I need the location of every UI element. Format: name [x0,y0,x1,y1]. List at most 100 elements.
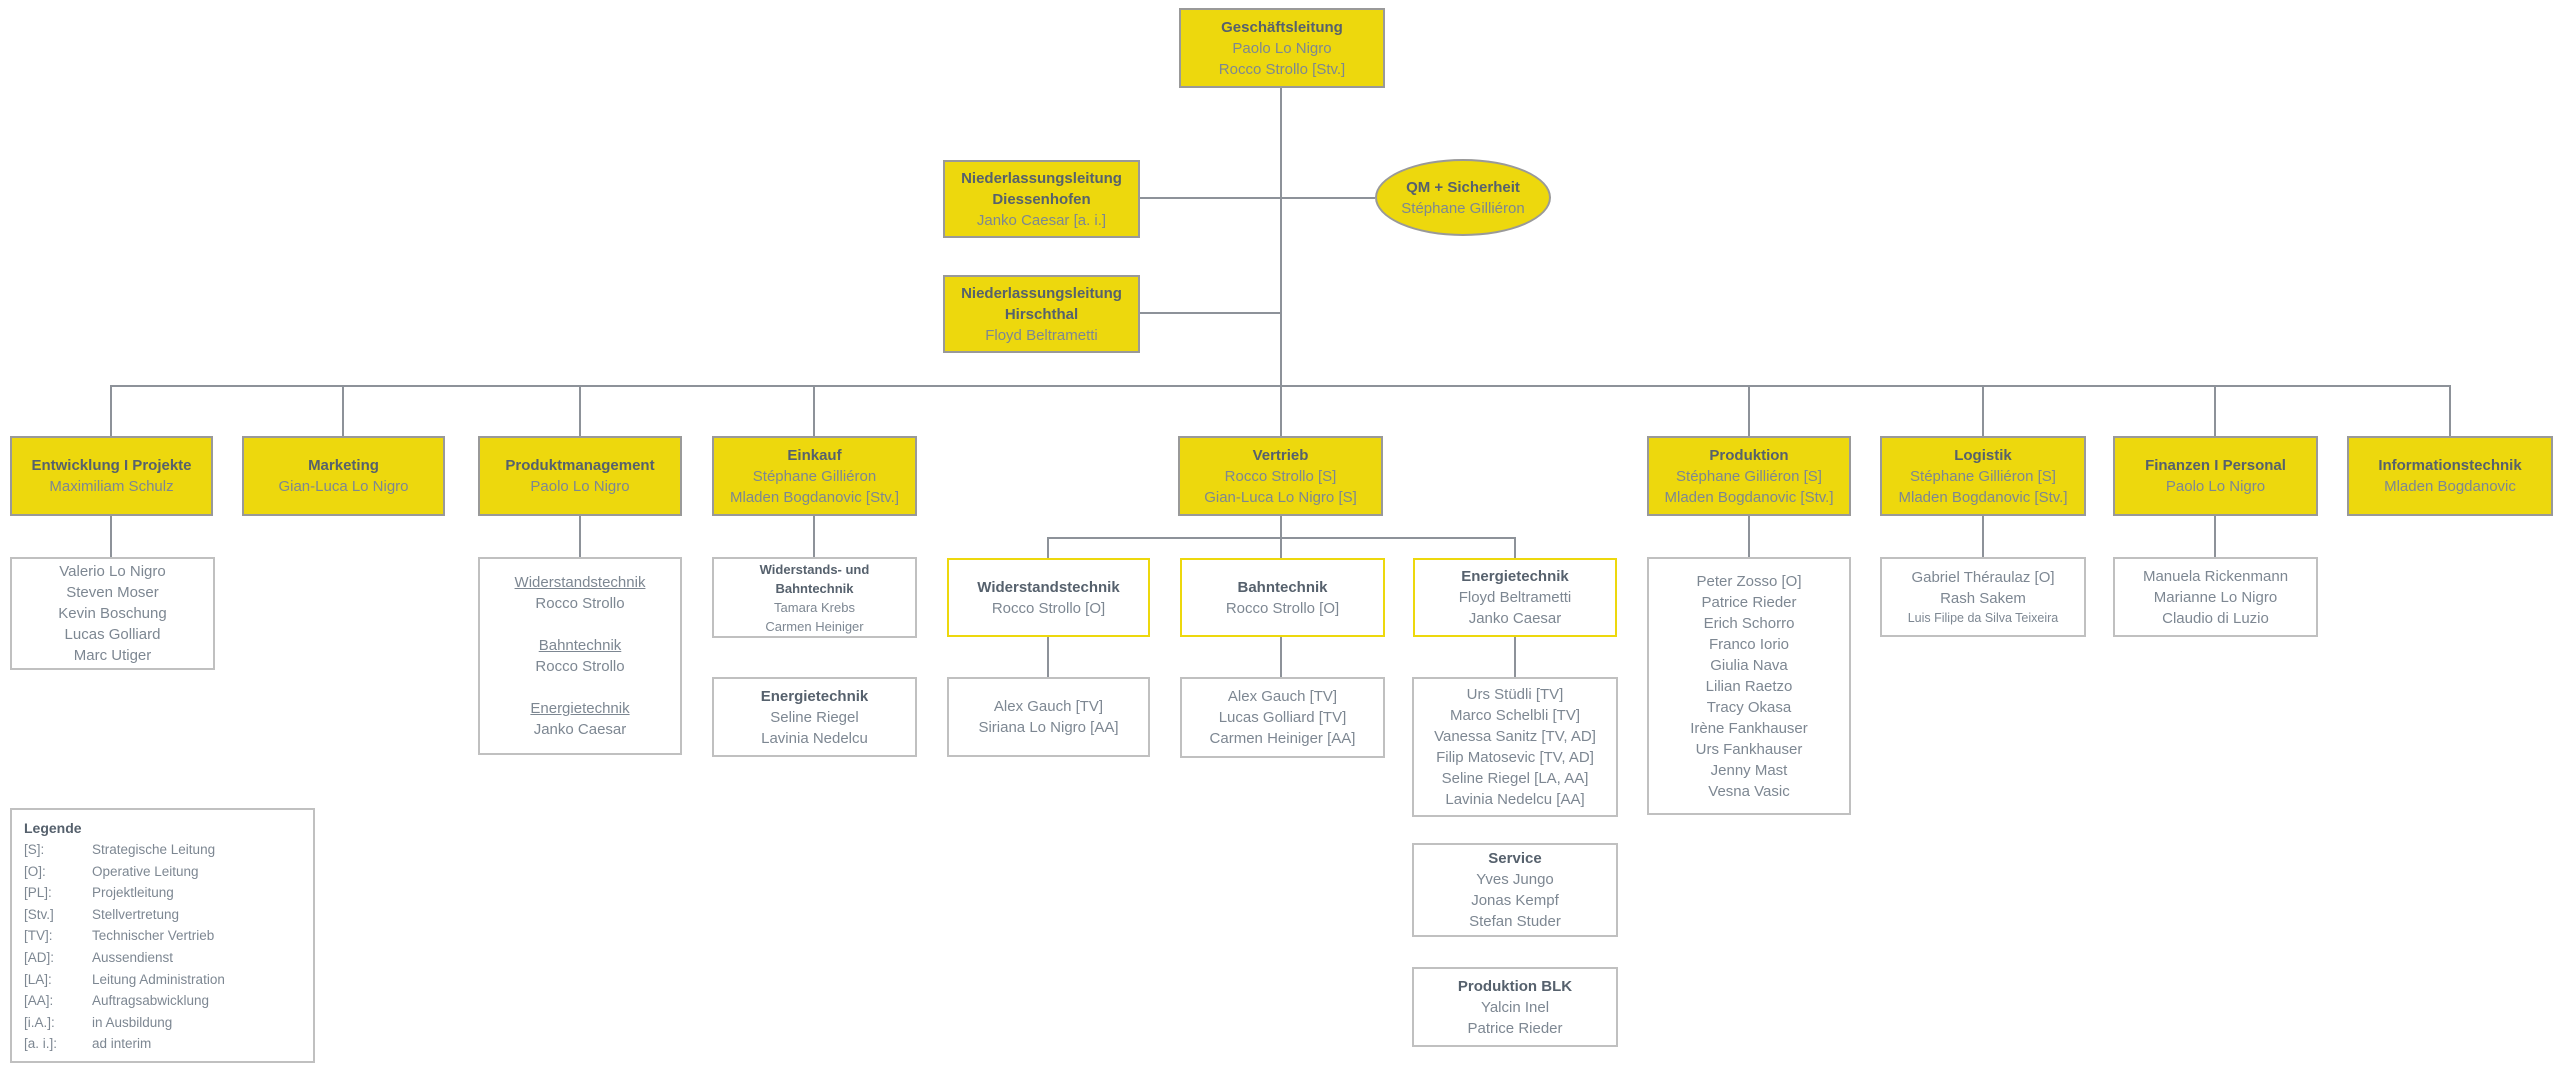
node-text-line: Urs Stüdli [TV] [1466,686,1564,703]
legend-desc: Leitung Administration [92,971,225,987]
node-text-line: Bahntechnik [538,637,622,654]
node-text-line: Paolo Lo Nigro [2165,478,2266,495]
node-text-line: Mladen Bogdanovic [Stv.] [1898,488,2068,506]
connector-line [2214,516,2216,557]
legend-abbr: [AD]: [24,949,55,965]
legend-abbr: [TV]: [24,928,53,944]
connector-line [342,385,344,436]
connector-line [1047,637,1049,677]
node-text-line: Vanessa Sanitz [TV, AD] [1434,728,1596,745]
node-text-line: Paolo Lo Nigro [1232,39,1332,57]
node-text-line: Patrice Rieder [1701,593,1797,611]
node-text-line: Floyd Beltrametti [1458,589,1572,606]
node-text-line: Lilian Raetzo [1705,677,1793,695]
node-text-line: Erich Schorro [1703,614,1795,632]
legend-abbr: [a. i.]: [24,1036,58,1052]
node-text-line: Rocco Strollo [Stv.] [1218,60,1346,78]
node-text-line: Marianne Lo Nigro [2153,588,2278,606]
legend-desc: Projektleitung [92,885,174,901]
legend-row: [i.A.]:in Ausbildung [24,1012,307,1034]
legend-desc: Aussendienst [92,949,174,965]
node-text-line: Rash Sakem [1940,590,2026,607]
node-text-line: Gabriel Théraulaz [O] [1911,569,2055,586]
node-text-line: Kevin Boschung [58,605,167,622]
legend-abbr: [Stv.] [24,906,54,922]
node-text-line: Finanzen I Personal [2145,457,2286,474]
legend-row: [AD]: Aussendienst [24,947,307,969]
connector-line [2214,385,2216,436]
node-text-line: Steven Moser [66,584,159,601]
node-text-line: Marco Schelbli [TV] [1449,707,1581,724]
connector-line [1982,385,1984,436]
node-text-line: Jenny Mast [1710,761,1788,779]
legend-row: [LA]:Leitung Administration [24,969,307,991]
legend-row: [O]: Operative Leitung [24,861,307,883]
connector-line [1047,537,1049,558]
node-text-line: Stéphane Gilliéron [S] [1910,467,2056,485]
legend-desc: Stellvertretung [92,906,180,922]
node-text-line: Giulia Nava [1710,656,1788,674]
connector-line [110,516,112,557]
node-text-line: Manuela Rickenmann [2142,567,2289,585]
node-text-line: Carmen Heiniger [AA] [1209,730,1356,747]
node-text-line: Floyd Beltrametti [985,326,1098,344]
vertrieb-widerstandstechnik-staff-box: Alex Gauch [TV]Siriana Lo Nigro [AA] [947,677,1150,757]
node-text-line [578,677,582,698]
node-text-line: Gian-Luca Lo Nigro [S] [1204,488,1357,506]
node-text-line: Tamara Krebs [774,599,855,615]
node-text-line: Mladen Bogdanovic [2384,478,2516,495]
node-text-line: Logistik [1954,446,2012,464]
connector-line [1982,516,1984,557]
node-text-line: Franco Iorio [1708,635,1790,653]
node-text-line: Vertrieb [1252,446,1309,464]
node-text-line: Energietechnik [760,687,869,705]
connector-line [1514,637,1516,677]
node-text-line: Rocco Strollo [O] [991,599,1106,617]
node-text-line: Geschäftsleitung [1221,18,1343,36]
node-text-line: Energietechnik [530,700,630,717]
legend-row: [AA]:Auftragsabwicklung [24,990,307,1012]
node-text-line: Seline Riegel [770,708,859,726]
node-text-line: Stéphane Gilliéron [S] [1676,467,1822,485]
node-text-line: Urs Fankhauser [1695,740,1803,758]
connector-line [813,516,815,557]
node-text-line: Peter Zosso [O] [1696,572,1802,590]
node-text-line: Bahntechnik [1237,578,1328,596]
legend-desc: Operative Leitung [92,863,199,879]
node-text-line: Siriana Lo Nigro [AA] [978,719,1119,736]
legend-row: [TV]:Technischer Vertrieb [24,925,307,947]
vertrieb-bahntechnik-staff-box: Alex Gauch [TV]Lucas Golliard [TV]Carmen… [1180,677,1385,758]
node-text-line: Stefan Studer [1469,913,1561,930]
connector-line [1140,312,1280,314]
connector-line [1047,537,1516,539]
node-text-line: Service [1488,850,1542,867]
node-text-line: QM + Sicherheit [1406,178,1520,196]
node-text-line: Rocco Strollo [S] [1224,467,1337,485]
legend-title: Legende [24,820,82,836]
node-text-line: Rocco Strollo [535,658,625,675]
node-text-line: Widerstandstechnik [977,578,1120,596]
node-text-line: Jonas Kempf [1471,892,1559,909]
node-text-line: Mladen Bogdanovic [Stv.] [1664,488,1834,506]
legend-desc: Strategische Leitung [92,842,216,857]
legend-row: [a. i.]:ad interim [24,1033,307,1055]
node-text-line: Einkauf [787,446,842,464]
node-text-line: Diessenhofen [992,190,1091,208]
legend-desc: Auftragsabwicklung [92,993,210,1009]
legend-abbr: [O]: [24,863,46,879]
